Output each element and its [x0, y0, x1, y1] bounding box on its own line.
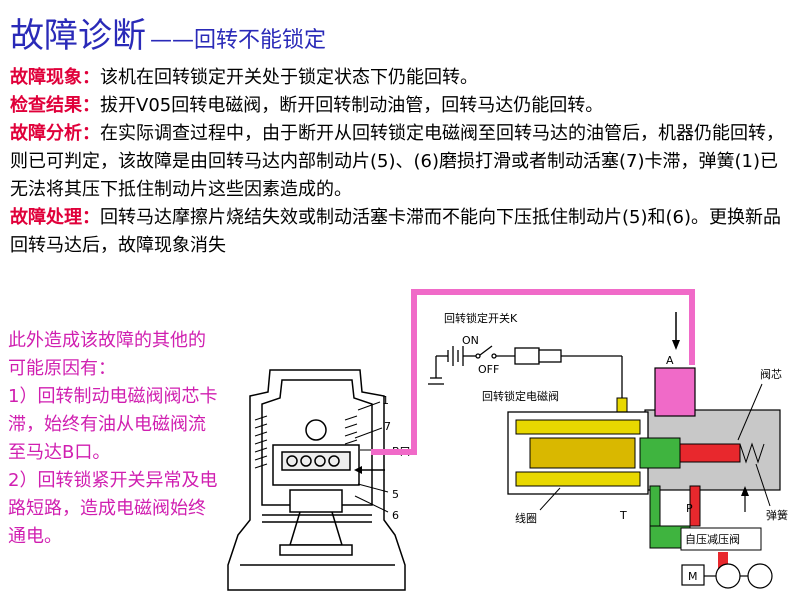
- switch-on-label: ON: [462, 334, 479, 347]
- label-separator: ：: [82, 123, 100, 144]
- brake-oil-pipe: [371, 289, 695, 455]
- port-a-label: A: [666, 354, 674, 367]
- section-label: 故障分析: [10, 123, 82, 144]
- section-text: 该机在回转锁定开关处于锁定状态下仍能回转。: [100, 67, 478, 88]
- solenoid-valve: [507, 367, 781, 570]
- port-t-label: T: [619, 509, 627, 522]
- section-label: 故障现象: [10, 67, 82, 88]
- solenoid-valve-label: 回转锁定电磁阀: [482, 389, 559, 403]
- reducing-valve-label: 自压减压阀: [685, 532, 740, 546]
- page-title: 故障诊断——回转不能锁定: [10, 8, 326, 57]
- section-text: 回转马达摩擦片烧结失效或制动活塞卡滞而不能向下压抵住制动片(5)和(6)。更换新…: [10, 207, 781, 256]
- section-inspection: 检查结果：拔开V05回转电磁阀，断开回转制动油管，回转马达仍能回转。: [10, 92, 795, 120]
- motor-label-7: 7: [384, 420, 391, 433]
- coil-label: 线圈: [515, 511, 537, 525]
- section-label: 检查结果: [10, 95, 82, 116]
- other-cause-item: 2）回转锁紧开关异常及电路短路，造成电磁阀始终通电。: [8, 470, 218, 547]
- label-separator: ：: [82, 67, 100, 88]
- label-separator: ：: [82, 95, 100, 116]
- fault-description: 故障现象：该机在回转锁定开关处于锁定状态下仍能回转。 检查结果：拔开V05回转电…: [10, 64, 795, 260]
- section-treatment: 故障处理：回转马达摩擦片烧结失效或制动活塞卡滞而不能向下压抵住制动片(5)和(6…: [10, 204, 795, 260]
- section-symptom: 故障现象：该机在回转锁定开关处于锁定状态下仍能回转。: [10, 64, 795, 92]
- motor-label-6: 6: [392, 509, 399, 522]
- section-text: 在实际调查过程中，由于断开从回转锁定电磁阀至回转马达的油管后，机器仍能回转，则已…: [10, 123, 784, 200]
- flow-arrow-into-motor: [354, 466, 385, 474]
- switch-circuit: [428, 345, 623, 398]
- lock-switch-label: 回转锁定开关K: [444, 311, 518, 325]
- other-cause-item: 1）回转制动电磁阀阀芯卡滞，始终有油从电磁阀流至马达B口。: [8, 386, 218, 463]
- section-text: 拔开V05回转电磁阀，断开回转制动油管，回转马达仍能回转。: [100, 95, 604, 116]
- flow-arrow-down: [672, 312, 680, 350]
- motor-symbol-label: M: [688, 570, 698, 583]
- swing-motor-drawing: [227, 369, 406, 591]
- title-subtitle: ——回转不能锁定: [150, 28, 327, 53]
- motor-leader-lines: [354, 401, 390, 513]
- motor-label-5: 5: [392, 488, 399, 501]
- spool-label: 阀芯: [760, 367, 782, 381]
- section-analysis: 故障分析：在实际调查过程中，由于断开从回转锁定电磁阀至回转马达的油管后，机器仍能…: [10, 120, 795, 204]
- label-separator: ：: [82, 207, 100, 228]
- port-p-label: P: [686, 502, 693, 515]
- spring-label: 弹簧: [766, 508, 788, 522]
- switch-off-label: OFF: [478, 363, 499, 376]
- pump-motor-symbol: [681, 563, 773, 589]
- other-causes: 此外造成该故障的其他的可能原因有： 1）回转制动电磁阀阀芯卡滞，始终有油从电磁阀…: [8, 327, 223, 551]
- motor-label-1: 1: [382, 394, 389, 407]
- title-main: 故障诊断: [10, 16, 146, 56]
- other-causes-intro: 此外造成该故障的其他的可能原因有：: [8, 330, 206, 379]
- section-label: 故障处理: [10, 207, 82, 228]
